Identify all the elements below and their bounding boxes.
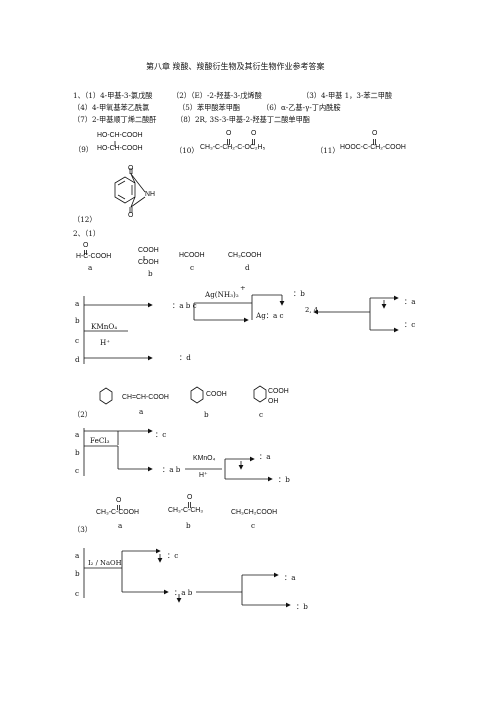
q2-1-c-formula: HCOOH xyxy=(179,252,205,259)
q1-11-label: （11） xyxy=(316,146,340,155)
q2-1-d-letter: d xyxy=(245,263,250,272)
scheme2-reagent-h: H⁺ xyxy=(199,472,208,479)
scheme1-reagent-h: H⁺ xyxy=(100,338,111,347)
q1-item-1: 1、（1）4-甲基-3-氯戊酸 xyxy=(73,91,153,100)
q2-1-c-letter: c xyxy=(190,263,195,272)
q2-2-a-formula: CH=CH-COOH xyxy=(122,394,169,401)
q2-1-a-formula: H-C-COOH xyxy=(76,253,112,260)
q2-2-a-letter: a xyxy=(139,407,144,416)
q2-heading: 2、（1） xyxy=(73,229,101,238)
scheme1-letter-b: b xyxy=(75,316,80,325)
q2-2-label: （2） xyxy=(73,410,92,419)
q1-12-nh: NH xyxy=(145,191,155,198)
scheme2-letter-b: b xyxy=(75,448,80,457)
q1-9-label: （9） xyxy=(74,145,93,154)
q2-3-c-formula: CH₃CH₂COOH xyxy=(231,509,278,516)
scheme1-condition: 2, 4 xyxy=(305,306,318,314)
scheme3-lines xyxy=(83,548,291,608)
scheme1-result-b: ：b xyxy=(293,289,305,298)
scheme2-reagent-fecl3: FeCl₃ xyxy=(90,436,110,445)
scheme1-ag-ac: Ag：a c xyxy=(256,311,284,320)
q2-3-a-oxygen: O xyxy=(116,497,122,504)
q1-10-oxygen-1: O xyxy=(226,130,232,137)
q2-3-label: （3） xyxy=(73,525,92,534)
scheme3-letter-a: a xyxy=(75,551,80,560)
q1-12-label: （12） xyxy=(73,215,97,224)
q1-item-4: （4）4-甲氧基苯乙酰氯 xyxy=(73,103,150,112)
q1-9-formula-bottom: HO-CH-COOH xyxy=(97,145,143,152)
q2-1-b-letter: b xyxy=(148,269,153,278)
q1-12-oxygen-bottom: O xyxy=(128,212,134,219)
q1-item-6: （6）α-乙基-γ-丁内酰胺 xyxy=(262,103,341,112)
scheme1-result-d: ：d xyxy=(179,353,191,362)
cinnamic-acid-ring xyxy=(99,387,113,405)
q1-12-oxygen-top: O xyxy=(128,165,134,172)
q1-10-formula: CH₃-C-CH₂-C-OC₂H₅ xyxy=(200,144,266,151)
scheme3-letter-b: b xyxy=(75,569,80,578)
scheme2-result-ab: ：a b xyxy=(162,465,181,474)
q1-item-8: （8）2R, 3S-3-甲基-2-羟基丁二酸单甲酯 xyxy=(176,115,310,124)
scheme1-result-c: ：c xyxy=(404,320,416,329)
q1-10-oxygen-2: O xyxy=(251,130,257,137)
scheme2-letter-c: c xyxy=(75,466,80,475)
scheme3-result-b: ：b xyxy=(296,602,308,611)
q1-item-2: （2）（E）-2-羟基-3-戊烯酸 xyxy=(172,91,262,100)
q1-10-label: （10） xyxy=(175,146,199,155)
scheme2-reagent-kmno4: KMnO₄ xyxy=(193,455,216,462)
q1-11-formula: HOOC-C-CH₂-COOH xyxy=(340,144,406,151)
scheme3-result-a: ：a xyxy=(284,573,296,582)
q2-1-a-oxygen: O xyxy=(83,242,89,249)
scheme1-reagent-tollens: Ag(NH₃)₂ xyxy=(205,290,239,299)
scheme1-letter-d: d xyxy=(75,355,80,364)
q2-2-c-formula-1: COOH xyxy=(268,388,289,395)
scheme1-result-a: ：a xyxy=(404,297,416,306)
salicylic-acid-ring xyxy=(253,385,267,403)
q2-3-b-letter: b xyxy=(186,521,191,530)
scheme3-reagent-iodoform: I₂ / NaOH xyxy=(88,559,122,567)
scheme3-result-ab: ：a b xyxy=(174,588,193,597)
scheme2-result-c: ：c xyxy=(155,430,167,439)
q2-1-b-formula-2: COOH xyxy=(138,259,159,266)
scheme1-reagent-kmno4: KMnO₄ xyxy=(91,322,118,331)
q2-3-b-formula: CH₃-C-CH₃ xyxy=(168,507,204,514)
scheme1-lines xyxy=(83,294,399,364)
q2-2-c-formula-2: OH xyxy=(268,398,279,405)
q2-2-b-letter: b xyxy=(204,410,209,419)
q2-1-b-formula-1: COOH xyxy=(138,247,159,254)
q2-2-b-formula: COOH xyxy=(206,391,227,398)
scheme1-result-abc: ：a b c xyxy=(172,301,197,310)
q2-3-a-letter: a xyxy=(118,521,123,530)
q1-item-3: （3）4-甲基 1，3-苯二甲酸 xyxy=(302,91,393,100)
scheme1-letter-c: c xyxy=(75,336,80,345)
q2-3-b-oxygen: O xyxy=(187,494,193,501)
q2-1-d-formula: CH₃COOH xyxy=(228,252,262,259)
phthalimide-structure xyxy=(114,168,146,213)
scheme2-letter-a: a xyxy=(75,430,80,439)
q1-9-formula-top: HO-CH-COOH xyxy=(97,132,143,139)
scheme3-result-c: ：c xyxy=(167,551,179,560)
q1-item-7: （7）2-甲基顺丁烯二酸酐 xyxy=(73,115,157,124)
scheme3-letter-c: c xyxy=(75,589,80,598)
q2-3-a-formula: CH₃-C-COOH xyxy=(96,509,139,516)
q2-2-c-letter: c xyxy=(259,410,264,419)
benzoic-acid-ring xyxy=(190,386,204,404)
scheme1-reagent-charge: + xyxy=(240,284,246,292)
page-title: 第八章 羧酸、羧酸衍生物及其衍生物作业参考答案 xyxy=(146,62,325,71)
q1-item-5: （5）苯甲酸苯甲酯 xyxy=(178,103,241,112)
q2-3-c-letter: c xyxy=(251,521,256,530)
scheme2-result-b: ：b xyxy=(278,475,290,484)
scheme2-lines xyxy=(83,428,273,482)
scheme2-result-a: ：a xyxy=(259,452,271,461)
scheme1-letter-a: a xyxy=(75,299,80,308)
q2-1-a-letter: a xyxy=(88,263,93,272)
q1-11-oxygen: O xyxy=(372,130,378,137)
